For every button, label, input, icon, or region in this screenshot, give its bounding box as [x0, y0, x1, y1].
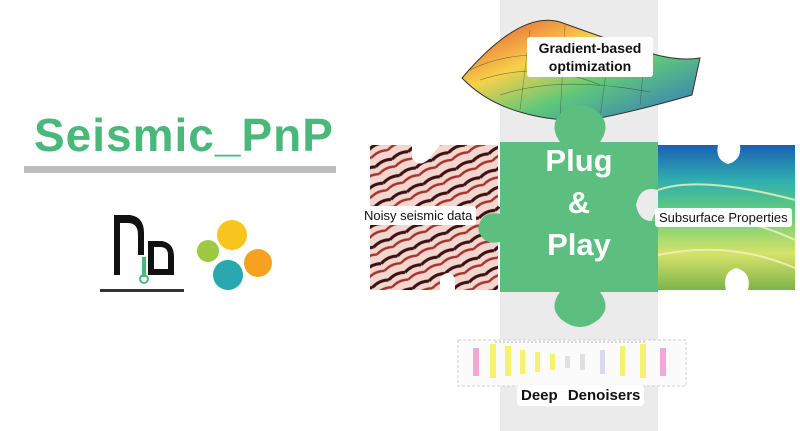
pp-line-1: Plug	[545, 143, 613, 178]
caption-noisy-seismic-data: Noisy seismic data	[360, 206, 477, 225]
unet-diagram-image	[457, 339, 687, 387]
page-title: Seismic_PnP	[34, 109, 334, 161]
pp-line-3: Play	[547, 227, 611, 262]
caption-subsurface-properties: Subsurface Properties	[655, 208, 792, 227]
caption-gradient-optimization: Gradient-based optimization	[527, 37, 653, 77]
pp-line-2: &	[567, 185, 591, 220]
caption-top-line-1: Gradient-based	[538, 40, 642, 56]
puzzle-piece	[478, 105, 658, 327]
caption-top-line-2: optimization	[548, 58, 632, 74]
dataflow-logo	[100, 215, 184, 292]
logo-graphic	[100, 215, 272, 292]
circles-logo	[197, 220, 272, 290]
logo-group	[100, 205, 280, 315]
plug-and-play-label: Plug & Play	[500, 140, 658, 266]
title-underline	[24, 166, 336, 173]
caption-deep-denoisers: Deep Denoisers	[517, 385, 645, 406]
